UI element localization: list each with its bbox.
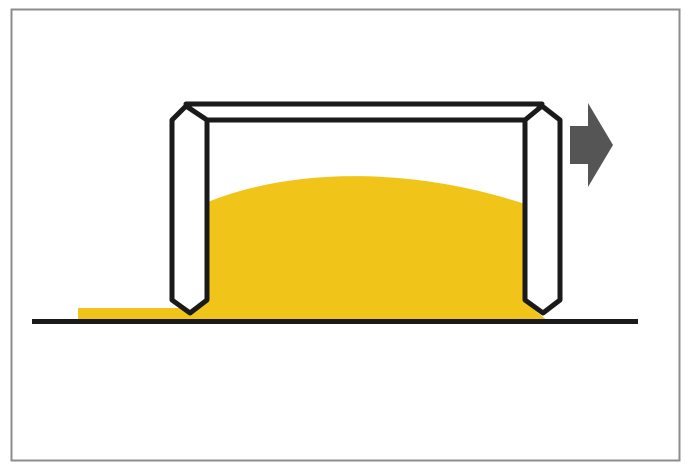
box-left-post (169, 103, 210, 316)
material-mound (190, 176, 528, 321)
ground-line (32, 319, 638, 324)
material-trail (78, 308, 190, 321)
arrow-right-icon (570, 103, 613, 187)
material-edge-right (515, 300, 548, 321)
box-right-post (522, 103, 563, 316)
box-top-bar (183, 101, 545, 123)
